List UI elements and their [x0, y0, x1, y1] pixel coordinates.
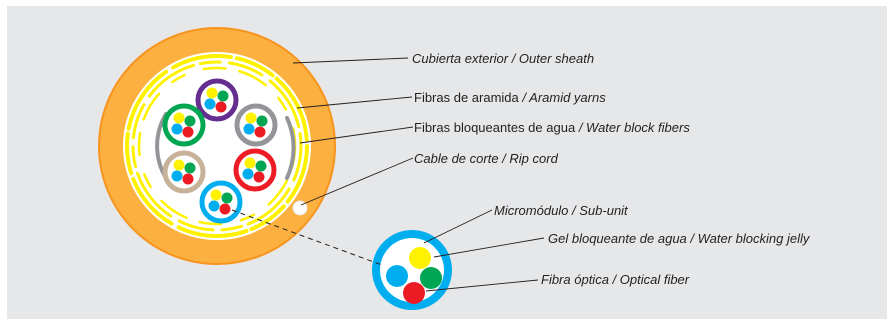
- leader-sub-unit: [423, 209, 493, 244]
- detail-fiber-blue: [386, 265, 408, 287]
- optical-fiber: [204, 98, 216, 110]
- label-rip-cord: Cable de corte / Rip cord: [414, 151, 558, 166]
- optical-fiber: [245, 112, 257, 124]
- optical-fiber: [184, 162, 196, 174]
- subunit-tube: [199, 180, 243, 224]
- optical-fiber: [173, 112, 185, 124]
- cable-core: [123, 52, 311, 240]
- leader-aramid: [296, 96, 413, 109]
- subunits: [162, 78, 278, 224]
- optical-fiber: [182, 173, 194, 185]
- subunit-tube: [233, 148, 277, 192]
- optical-fiber: [171, 170, 183, 182]
- label-aramid-yarns: Fibras de aramida / Aramid yarns: [414, 90, 606, 106]
- detail-fiber-red: [403, 282, 425, 304]
- optical-fiber: [242, 168, 254, 180]
- subunit-tube: [195, 78, 239, 122]
- optical-fiber: [171, 123, 183, 135]
- subunit-purple: [195, 78, 239, 122]
- optical-fiber: [219, 203, 231, 215]
- detail-fiber-yellow: [409, 247, 431, 269]
- optical-fiber: [254, 126, 266, 138]
- optical-fiber: [256, 115, 268, 127]
- label-outer-sheath: Cubierta exterior / Outer sheath: [412, 51, 595, 66]
- detail-fiber-green: [420, 267, 442, 289]
- label-fiber: Fibra óptica / Optical fiber: [541, 272, 690, 287]
- subunit-gray: [234, 103, 278, 147]
- optical-fiber: [206, 87, 218, 99]
- optical-fiber: [244, 157, 256, 169]
- subunit-tan: [162, 150, 206, 194]
- label-sub-unit: Micromódulo / Sub-unit: [494, 203, 628, 218]
- subunit-blue: [199, 180, 243, 224]
- label-water-block: Fibras bloqueantes de agua / Water block…: [414, 120, 690, 136]
- optical-fiber: [221, 192, 233, 204]
- subunit-green: [162, 103, 206, 147]
- leader-jelly: [433, 237, 545, 258]
- leader-rip-cord: [300, 157, 414, 206]
- label-aramid-es: Fibras de aramida: [414, 90, 519, 105]
- label-water-block-en: / Water block fibers: [578, 120, 690, 135]
- optical-fiber: [255, 160, 267, 172]
- optical-fiber: [243, 123, 255, 135]
- label-aramid-en: / Aramid yarns: [522, 90, 606, 105]
- label-jelly: Gel bloqueante de agua / Water blocking …: [548, 231, 810, 246]
- optical-fiber: [184, 115, 196, 127]
- leader-water-block: [299, 126, 414, 144]
- subunit-detail: [372, 230, 452, 310]
- leader-lines: [292, 57, 545, 292]
- subunit-tube: [162, 103, 206, 147]
- rip-cord: [292, 200, 308, 216]
- optical-fiber: [173, 159, 185, 171]
- optical-fiber: [182, 126, 194, 138]
- leader-fiber: [425, 279, 539, 292]
- aramid-yarns: [125, 54, 309, 238]
- subunit-tube: [162, 150, 206, 194]
- label-water-block-es: Fibras bloqueantes de agua: [414, 120, 576, 135]
- optical-fiber: [215, 101, 227, 113]
- subunit-red: [233, 148, 277, 192]
- optical-fiber: [208, 200, 220, 212]
- leader-outer-sheath: [292, 57, 409, 64]
- optical-fiber: [253, 171, 265, 183]
- optical-fiber: [210, 189, 222, 201]
- optical-fiber: [217, 90, 229, 102]
- subunit-tube: [234, 103, 278, 147]
